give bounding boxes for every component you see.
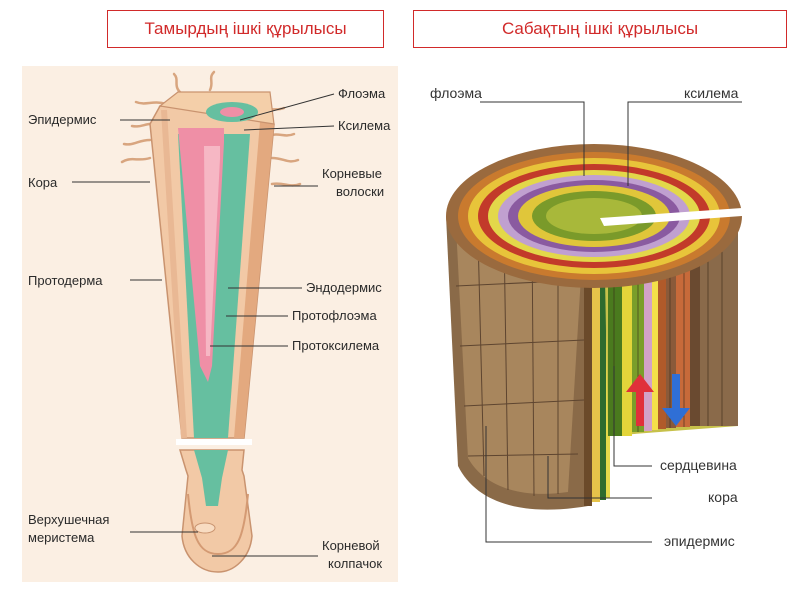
label-stem-epidermis: эпидермис <box>664 533 735 549</box>
epidermis-layer <box>161 109 187 439</box>
stem-diagram: флоэма ксилема сердцевина кора эпидермис <box>430 85 742 549</box>
root-leader-lines <box>72 93 335 557</box>
xylem-highlight <box>204 146 220 356</box>
root-diagram: Эпидермис Кора Протодерма Верхушечная ме… <box>28 70 391 573</box>
stem-diagram-panel: флоэма ксилема сердцевина кора эпидермис <box>408 66 796 586</box>
label-endodermis: Эндодермис <box>306 280 382 295</box>
label-stem-pith: сердцевина <box>660 457 737 473</box>
root-structure-title: Тамырдың ішкі құрылысы <box>107 10 384 48</box>
label-phloem: Флоэма <box>338 86 386 101</box>
phloem-tip <box>194 450 228 478</box>
label-epidermis: Эпидермис <box>28 112 97 127</box>
stem-structure-title-text: Сабақтың ішкі құрылысы <box>501 19 699 38</box>
arrow-down-icon <box>662 374 690 426</box>
label-stem-phloem: флоэма <box>430 85 482 101</box>
arrow-up-icon <box>626 374 654 426</box>
label-root-cap-line2: колпачок <box>328 556 382 571</box>
label-root-hairs-line1: Корневые <box>322 166 382 181</box>
root-body-side <box>234 106 274 438</box>
label-apical-meristem-line2: меристема <box>28 530 95 545</box>
label-protoderm: Протодерма <box>28 273 103 288</box>
root-diagram-panel: Эпидермис Кора Протодерма Верхушечная ме… <box>22 66 398 582</box>
root-cap-outline <box>187 493 249 556</box>
wedge-cut <box>600 208 742 226</box>
stem-bark-texture <box>456 226 584 494</box>
stem-top-rings <box>446 144 742 288</box>
phloem-tip-lower <box>202 478 222 506</box>
label-stem-xylem: ксилема <box>684 85 739 101</box>
xylem-cross-section <box>220 107 244 117</box>
apical-meristem <box>194 522 216 534</box>
transport-arrows <box>626 374 690 426</box>
label-xylem: Ксилема <box>338 118 391 133</box>
stem-leader-lines <box>480 101 742 543</box>
label-cortex: Кора <box>28 175 58 190</box>
label-root-hairs-line2: волоски <box>336 184 384 199</box>
root-structure-title-text: Тамырдың ішкі құрылысы <box>144 19 347 38</box>
label-root-cap-line1: Корневой <box>322 538 380 553</box>
label-apical-meristem-line1: Верхушечная <box>28 512 109 527</box>
stem-structure-title: Сабақтың ішкі құрылысы <box>413 10 787 48</box>
label-stem-cortex: кора <box>708 489 738 505</box>
label-protophloem: Протофлоэма <box>292 308 377 323</box>
label-protoxylem: Протоксилема <box>292 338 380 353</box>
